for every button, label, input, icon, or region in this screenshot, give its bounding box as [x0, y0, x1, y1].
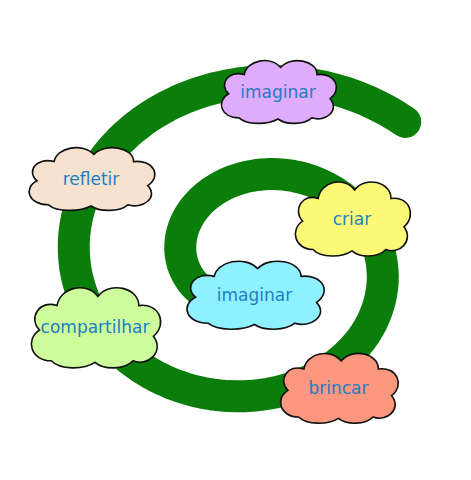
cloud-node: brincar	[272, 345, 405, 425]
cloud-node: imaginar	[213, 53, 343, 125]
cloud-label: criar	[287, 173, 417, 258]
cloud-node: refletir	[20, 140, 162, 212]
cloud-label: compartilhar	[22, 278, 168, 370]
cloud-label: imaginar	[213, 53, 343, 125]
cloud-label: refletir	[20, 140, 162, 212]
cloud-node: criar	[287, 173, 417, 258]
cloud-node: compartilhar	[22, 278, 168, 370]
cloud-node: imaginar	[177, 253, 332, 331]
cloud-label: imaginar	[177, 253, 332, 331]
cloud-label: brincar	[272, 345, 405, 425]
